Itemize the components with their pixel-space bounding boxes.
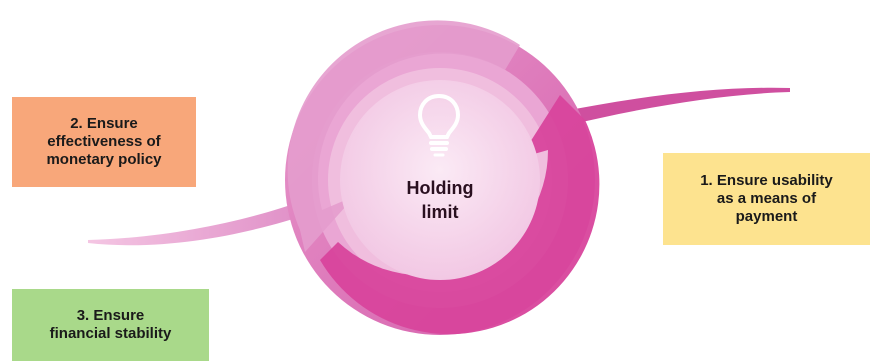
- objective-box-financial-stability: 3. Ensure financial stability: [12, 289, 209, 361]
- right-swoosh-tail: [560, 87, 790, 126]
- objective-box-monetary-policy: 2. Ensure effectiveness of monetary poli…: [12, 97, 196, 187]
- cycle-arrow-light: [287, 20, 520, 253]
- left-swoosh-tail: [88, 200, 312, 246]
- lightbulb-icon: [417, 93, 461, 157]
- objective-text-financial-stability: 3. Ensure financial stability: [49, 307, 172, 342]
- center-disc: [340, 80, 540, 280]
- objective-box-payment-usability: 1. Ensure usability as a means of paymen…: [663, 153, 870, 245]
- center-label: Holding limit: [360, 176, 520, 224]
- objective-text-monetary-policy: 2. Ensure effectiveness of monetary poli…: [46, 115, 162, 168]
- center-label-text: Holding limit: [406, 178, 474, 222]
- objective-text-payment-usability: 1. Ensure usability as a means of paymen…: [700, 172, 833, 225]
